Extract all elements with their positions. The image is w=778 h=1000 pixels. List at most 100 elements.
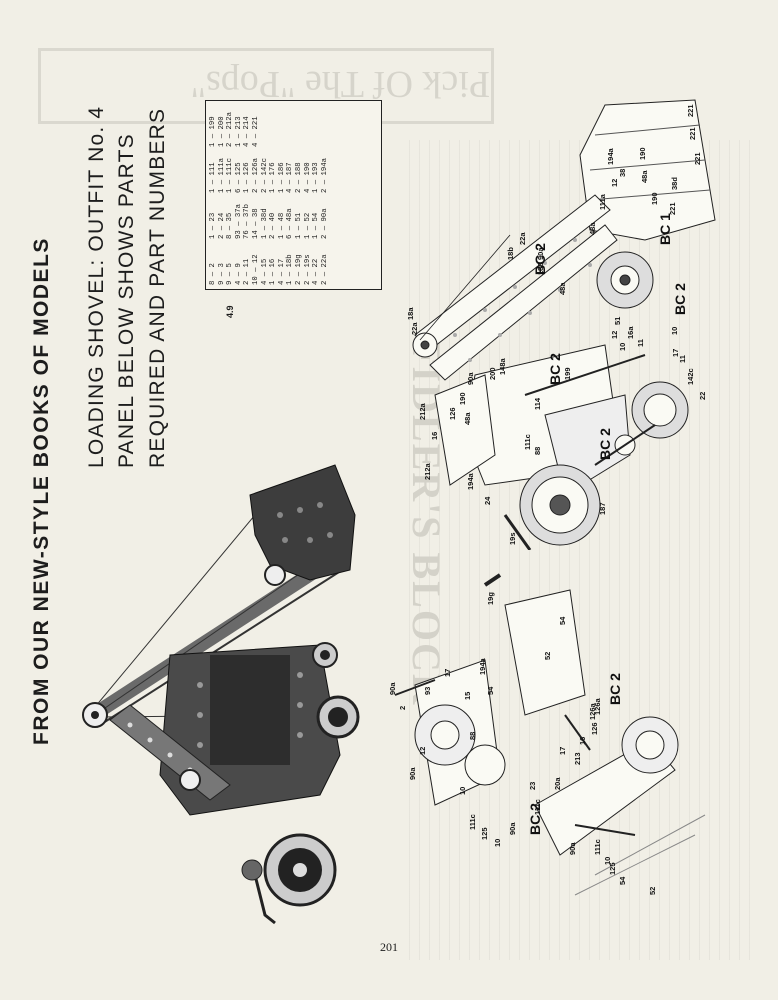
part-callout: 186 <box>536 262 545 275</box>
part-callout: 111c <box>523 434 532 450</box>
part-callout: 52 <box>543 652 552 660</box>
part-callout: 126 <box>590 722 599 735</box>
subheading-line-2: PANEL BELOW SHOWS PARTS <box>115 133 138 468</box>
parts-entry: 4 — 190 <box>303 162 312 193</box>
subheading-line-1: LOADING SHOVEL: OUTFIT No. 4 <box>85 105 108 468</box>
part-callout: 194a <box>466 472 475 490</box>
part-callout: 221 <box>686 104 695 117</box>
part-callout: 125 <box>608 862 617 875</box>
part-callout: 90a <box>508 822 517 835</box>
part-callout: 88 <box>468 732 477 740</box>
part-callout: 90a <box>536 247 545 260</box>
parts-entry: 1 — 176 <box>269 162 278 193</box>
part-callout: 15 <box>463 692 472 700</box>
part-callout: 111c <box>468 814 477 830</box>
part-callout: 200 <box>488 367 497 380</box>
part-callout: 11 <box>678 355 687 363</box>
part-callout: 90a <box>408 767 417 780</box>
part-callout: 194a <box>606 147 615 165</box>
bc-label: BC 2 <box>547 353 563 385</box>
part-callout: 212a <box>423 462 432 480</box>
part-callout: 12 <box>610 179 619 187</box>
parts-entry: 2 — 142c <box>260 157 269 193</box>
part-callout: 90a <box>568 842 577 855</box>
part-callout: 38d <box>670 177 679 190</box>
part-callout: 16 <box>578 737 587 745</box>
part-callout: 18a <box>406 307 415 320</box>
subheading-line-3: REQUIRED AND PART NUMBERS <box>146 107 169 468</box>
part-callout: 125 <box>480 827 489 840</box>
part-callout: 199 <box>563 367 572 380</box>
part-callout: 48a <box>588 222 597 235</box>
part-callout: 190 <box>458 392 467 405</box>
bc-label: BC 2 <box>607 673 623 705</box>
part-callout: 194a <box>478 657 487 675</box>
part-callout: 48a <box>558 282 567 295</box>
part-callout: 126a <box>588 702 597 720</box>
part-callout: 12 <box>418 747 427 755</box>
parts-table-label: 4.9 <box>225 305 235 318</box>
part-callout: 54 <box>558 616 567 625</box>
loading-shovel-photo <box>82 464 360 925</box>
part-callout: 10 <box>618 343 627 351</box>
part-callout: 10 <box>458 787 467 795</box>
parts-entry: 4 — 187 <box>286 162 295 193</box>
part-callout: 16 <box>430 432 439 440</box>
part-callout: 17 <box>558 747 567 755</box>
parts-entry: 1 — 200 <box>217 116 226 147</box>
part-callout: 90a <box>466 372 475 385</box>
parts-entry: 2 — 194a <box>320 157 329 193</box>
part-callout: 16a <box>626 326 635 339</box>
rear-wheel <box>316 695 360 739</box>
part-callout: 48a <box>640 170 649 183</box>
part-callout: 10 <box>493 839 502 847</box>
part-callout: 93 <box>423 687 432 695</box>
part-callout: 48a <box>463 412 472 425</box>
part-callout: 126 <box>448 407 457 420</box>
part-callout: 2 <box>398 706 407 710</box>
part-callout: 212a <box>418 402 427 420</box>
parts-entry: 2 — 188 <box>294 162 303 193</box>
part-callout: 51 <box>613 317 622 325</box>
part-callout: 10 <box>603 857 612 865</box>
parts-entry: 4 — 221 <box>251 116 260 147</box>
part-callout: 54 <box>618 876 627 885</box>
part-callout: 221 <box>693 152 702 165</box>
part-callout: 221 <box>688 127 697 140</box>
bc-label: BC 2 <box>672 283 688 315</box>
page-number: 201 <box>380 940 398 954</box>
part-callout: 38 <box>618 169 627 177</box>
part-callout: 18b <box>506 247 515 260</box>
part-callout: 11 <box>636 339 645 347</box>
part-callout: 19g <box>486 592 495 605</box>
part-callout: 19s <box>508 532 517 545</box>
part-callout: 22 <box>698 392 707 400</box>
part-callout: 114 <box>533 397 542 410</box>
front-wheel <box>263 833 337 907</box>
parts-entry: 1 — 193 <box>312 162 321 193</box>
parts-entry: 1 — 199 <box>209 116 217 147</box>
part-callout: 52 <box>648 887 657 895</box>
parts-entry: 1 — 186 <box>277 162 286 193</box>
part-callout: 187 <box>598 502 607 515</box>
exploded-diagram-lower: 90a29390a1217111c1251090a23111c20a213171… <box>388 573 706 896</box>
part-callout: 88 <box>533 447 542 455</box>
part-callout: 20a <box>553 777 562 790</box>
bc-label: BC 2 <box>527 803 543 835</box>
parts-entry: 1 — 213 <box>234 116 243 147</box>
bc-label: BC 2 <box>532 243 548 275</box>
part-callout: 111c <box>593 839 602 855</box>
part-callout: 54 <box>486 686 495 695</box>
part-callout: 148a <box>498 357 507 375</box>
exploded-diagram-upper: 221 221 221 38d 190 190 48a 194a 12 38 111a 48a 22 11… <box>406 99 716 550</box>
part-callout: 90a <box>388 682 397 695</box>
part-callout: 17 <box>671 349 680 357</box>
part-callout: 190 <box>638 147 647 160</box>
part-callout: 111a <box>598 193 607 210</box>
part-callout: 22a <box>518 232 527 245</box>
part-callout: 142c <box>686 368 695 385</box>
parts-entry: 2 — 212a <box>226 111 235 147</box>
shovel-bucket <box>249 464 356 581</box>
